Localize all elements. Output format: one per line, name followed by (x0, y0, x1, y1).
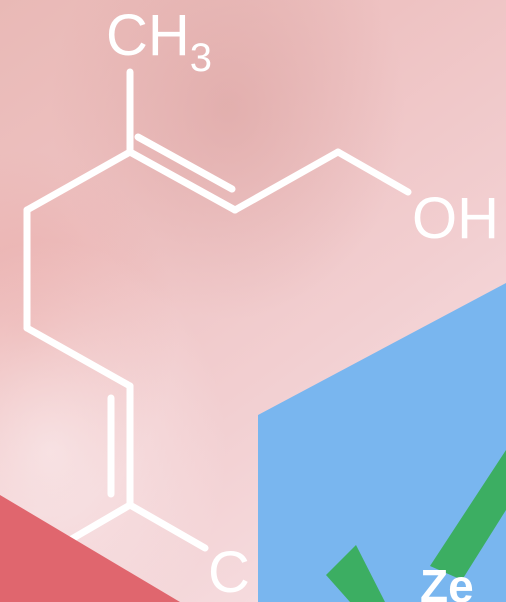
green-checkmark-icon (326, 450, 506, 602)
bond-c7-right (126, 501, 209, 552)
overlay-partial-text: Ze (420, 560, 474, 602)
atom-label-hydroxyl: OH (412, 186, 499, 251)
bond-c3-c2-double (134, 133, 236, 193)
red-triangle-shape (0, 495, 180, 602)
atom-label-methyl: CH3 (106, 3, 212, 80)
bond-lines (23, 68, 412, 552)
bond-c1-o (334, 148, 412, 196)
bond-c2-c1 (231, 148, 342, 214)
bond-c3-c4 (23, 148, 134, 214)
atom-label-lower-carbon: C (208, 540, 250, 602)
bond-c3-c2 (126, 148, 239, 214)
bond-c7-left (66, 501, 134, 544)
blue-panel-shape (258, 283, 506, 602)
bond-c5-c6 (23, 324, 134, 390)
